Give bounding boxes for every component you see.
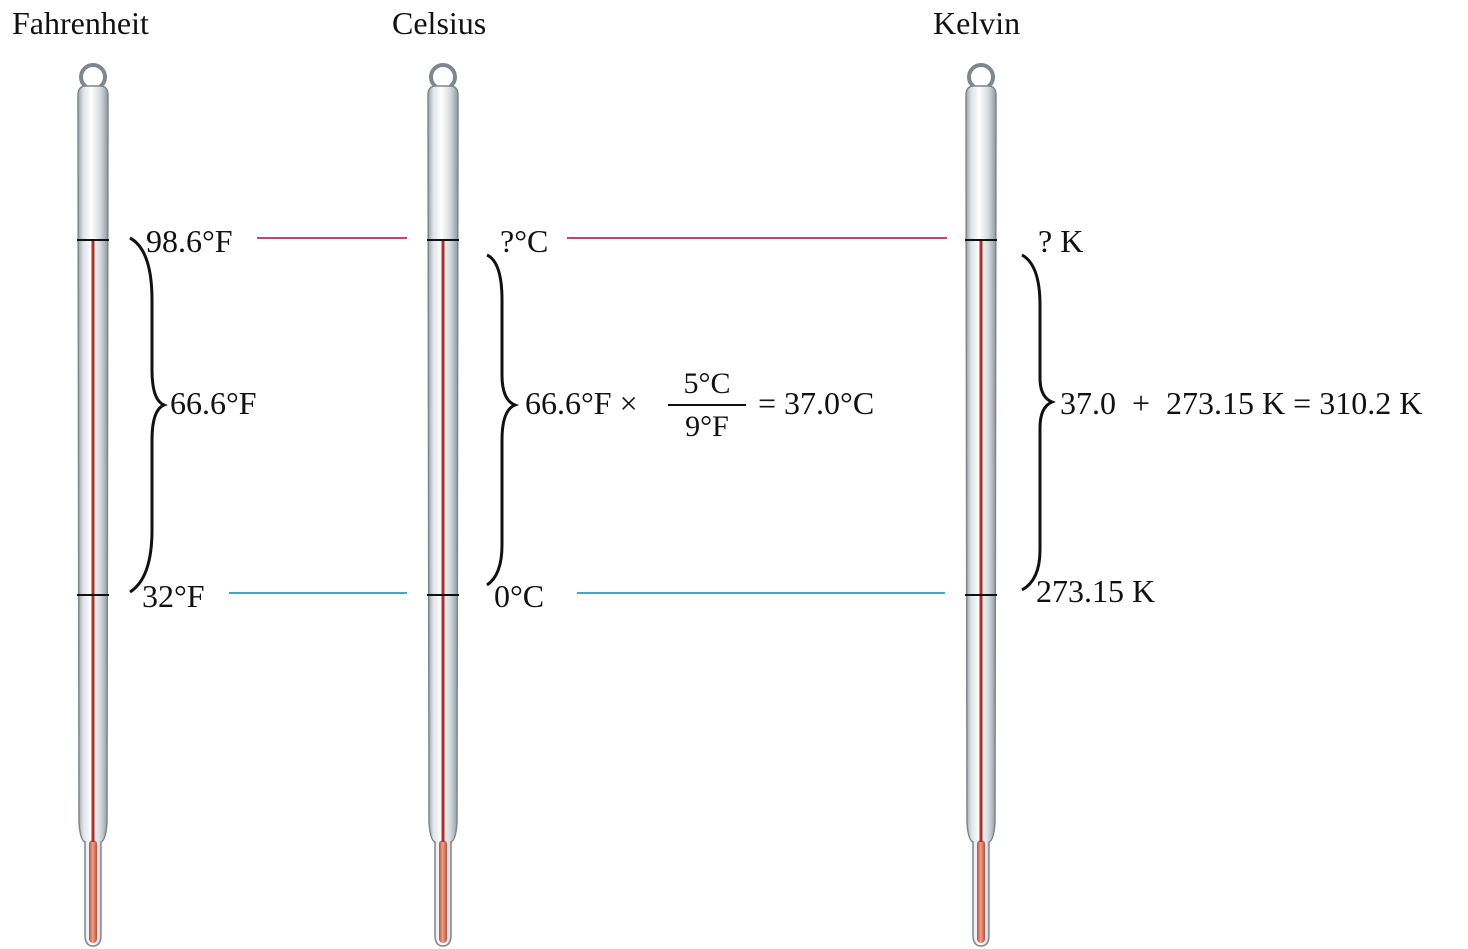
fahrenheit-thermometer [77,65,109,946]
kelvin-bottom-label: 273.15 K [1036,573,1155,609]
celsius-brace [487,255,515,585]
fahrenheit-top-label: 98.6°F [146,223,233,259]
celsius-thermometer [427,65,459,946]
fraction-numerator: 5°C [683,367,730,400]
bulb [977,840,985,943]
kelvin-top-label: ? K [1038,223,1083,259]
bulb [439,840,447,943]
celsius-equation-left: 66.6°F × [525,385,638,421]
fahrenheit-interval-label: 66.6°F [170,385,257,421]
fraction-denominator: 9°F [685,410,729,443]
kelvin-equation: 37.0 + 273.15 K = 310.2 K [1060,385,1422,421]
fahrenheit-title: Fahrenheit [12,5,149,41]
celsius-bottom-label: 0°C [494,578,544,614]
celsius-top-label: ?°C [500,223,548,259]
fahrenheit-bottom-label: 32°F [142,578,205,614]
kelvin-brace [1022,255,1052,590]
kelvin-title: Kelvin [933,5,1020,41]
celsius-title: Celsius [392,5,486,41]
kelvin-thermometer [965,65,997,946]
bulb [89,840,97,943]
fahrenheit-brace [130,238,164,592]
celsius-equation-right: = 37.0°C [758,385,874,421]
